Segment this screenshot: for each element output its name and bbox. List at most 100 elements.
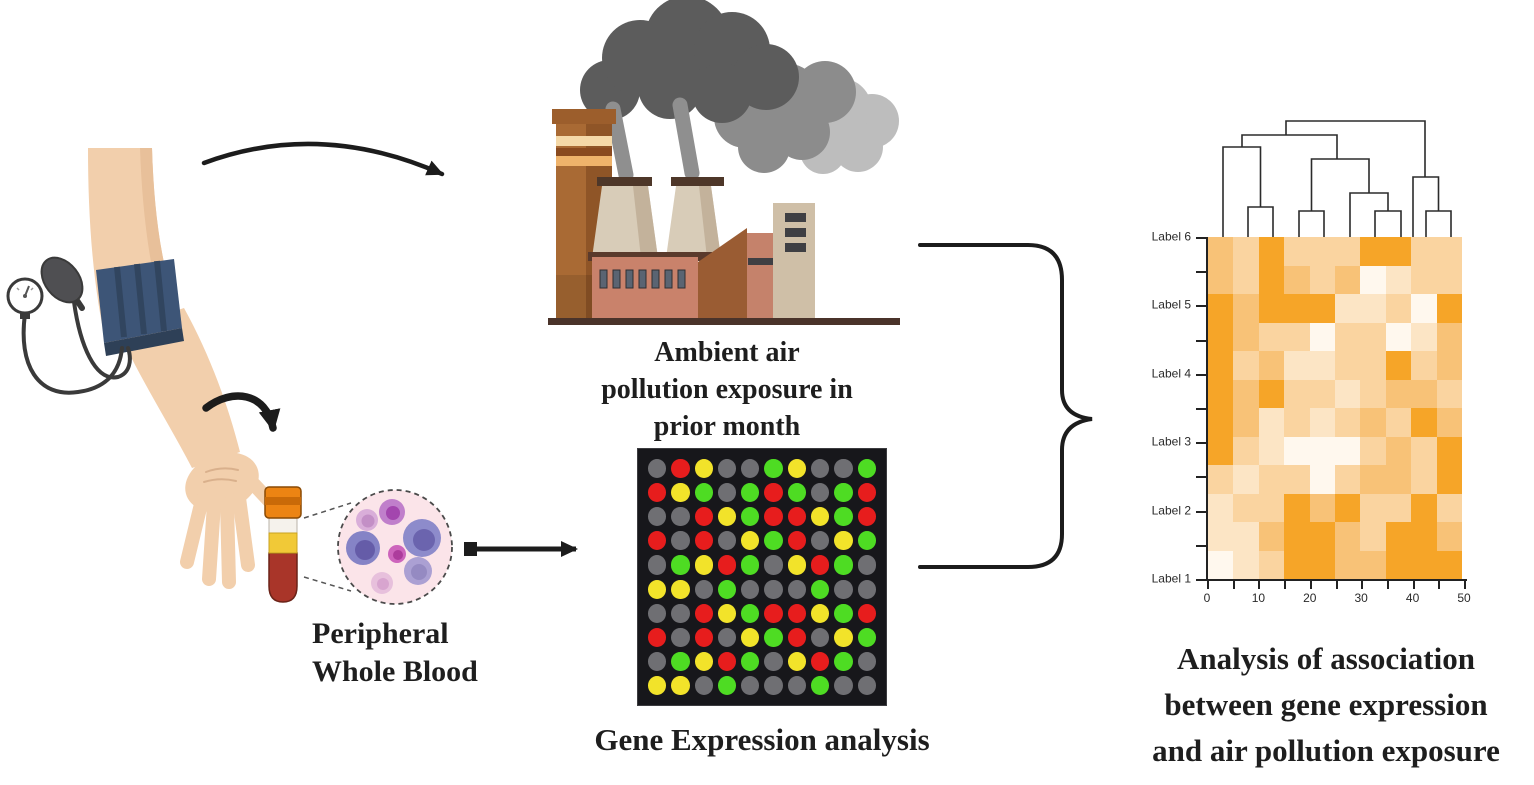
heatmap-cell (1411, 436, 1437, 465)
microarray-dot (717, 507, 737, 527)
heatmap-cell (1258, 465, 1285, 494)
heatmap-cell (1309, 522, 1335, 551)
microarray-dot (811, 507, 830, 527)
microarray-dot (694, 603, 713, 623)
microarray-dot (671, 531, 690, 551)
heatmap-cell (1258, 322, 1285, 351)
heatmap-cell (1208, 379, 1234, 408)
microarray-dot (857, 531, 876, 551)
heatmap-cell (1360, 265, 1386, 294)
x-axis-tick (1412, 580, 1415, 589)
heatmap-cell (1411, 493, 1437, 522)
heatmap-cell (1258, 294, 1285, 323)
microarray-dot (811, 555, 830, 575)
y-axis-tick (1196, 510, 1207, 513)
heatmap-cell (1309, 493, 1335, 522)
microarray-dot (787, 531, 807, 551)
heatmap-cell (1284, 322, 1310, 351)
microarray-dot (717, 675, 737, 695)
heatmap-cell (1334, 322, 1361, 351)
microarray-dot (811, 627, 830, 647)
y-axis-tick (1196, 408, 1207, 410)
microarray-dot (741, 483, 760, 503)
x-axis-tick (1335, 580, 1338, 589)
cooling-towers (592, 177, 724, 258)
microarray-dot (741, 627, 760, 647)
gene-expression-microarray (637, 448, 887, 706)
x-axis-tick (1232, 580, 1235, 589)
microarray-dot (787, 459, 807, 479)
factory-buildings (548, 203, 900, 325)
microarray-dot (694, 579, 713, 599)
microarray-dot (811, 675, 830, 695)
heatmap-cell (1334, 237, 1361, 266)
heatmap-cell (1436, 465, 1462, 494)
heatmap-cell (1411, 465, 1437, 494)
heatmap-cell (1208, 465, 1234, 494)
factory-caption: Ambient air pollution exposure in prior … (525, 334, 929, 445)
blood-cells (346, 499, 441, 594)
heatmap-cell (1385, 436, 1412, 465)
blood-caption-line2: Whole Blood (312, 655, 478, 688)
microarray-dot (811, 651, 830, 671)
heatmap-cell (1385, 408, 1412, 437)
microarray-dot (834, 459, 853, 479)
heatmap-cell (1284, 436, 1310, 465)
heatmap-cell (1284, 237, 1310, 266)
heatmap-cell (1258, 550, 1285, 579)
microarray-dot (694, 675, 713, 695)
heatmap-cell (1233, 408, 1259, 437)
microarray-dot (694, 531, 713, 551)
heatmap-cell (1233, 465, 1259, 494)
microarray-dot (671, 555, 690, 575)
microarray-dot (787, 651, 807, 671)
heatmap-x-tick-label: 50 (1457, 591, 1471, 605)
blood-sample-illustration (264, 486, 453, 605)
y-axis-tick (1196, 476, 1207, 479)
analysis-caption-line1: Analysis of association (1177, 641, 1475, 676)
heatmap-cell (1411, 351, 1437, 380)
x-axis-tick (1258, 580, 1261, 589)
y-axis-tick (1196, 237, 1207, 239)
y-axis-tick (1196, 579, 1207, 581)
heatmap-cell (1411, 379, 1437, 408)
heatmap-cell (1258, 265, 1285, 294)
x-axis-tick (1438, 580, 1441, 589)
magnifier-cone (303, 502, 352, 592)
heatmap-cell (1284, 465, 1310, 494)
microarray-dot (741, 459, 760, 479)
microarray-dot (671, 627, 690, 647)
heatmap-cell (1208, 322, 1234, 351)
heatmap-cell (1208, 265, 1234, 294)
heatmap-cell (1334, 436, 1361, 465)
microarray-dot (741, 651, 760, 671)
heatmap-x-tick-label: 40 (1405, 591, 1420, 605)
analysis-caption-line2: between gene expression (1164, 687, 1488, 722)
blood-cells-magnifier (337, 489, 453, 605)
heatmap-cell (1411, 322, 1437, 351)
heatmap-cell (1309, 436, 1335, 465)
factory-icon (548, 0, 900, 325)
microarray-dot (648, 603, 667, 623)
heatmap-cell (1258, 493, 1285, 522)
microarray-dot (694, 507, 713, 527)
heatmap-cell (1436, 522, 1462, 551)
microarray-dot (857, 555, 876, 575)
heatmap-cell (1360, 493, 1386, 522)
microarray-dot (671, 651, 690, 671)
heatmap-cell (1360, 294, 1386, 323)
heatmap-cell (1360, 322, 1386, 351)
heatmap-cell (1436, 436, 1462, 465)
heatmap-cell (1385, 465, 1412, 494)
microarray-dot (834, 651, 853, 671)
heatmap-cell (1360, 436, 1386, 465)
smoke-clouds (580, 0, 899, 183)
microarray-dot (764, 603, 783, 623)
heatmap-cell (1436, 493, 1462, 522)
microarray-dot (741, 603, 760, 623)
heatmap-cell (1411, 265, 1437, 294)
microarray-dot (671, 675, 690, 695)
heatmap-cell (1436, 265, 1462, 294)
heatmap-cell (1436, 550, 1462, 579)
